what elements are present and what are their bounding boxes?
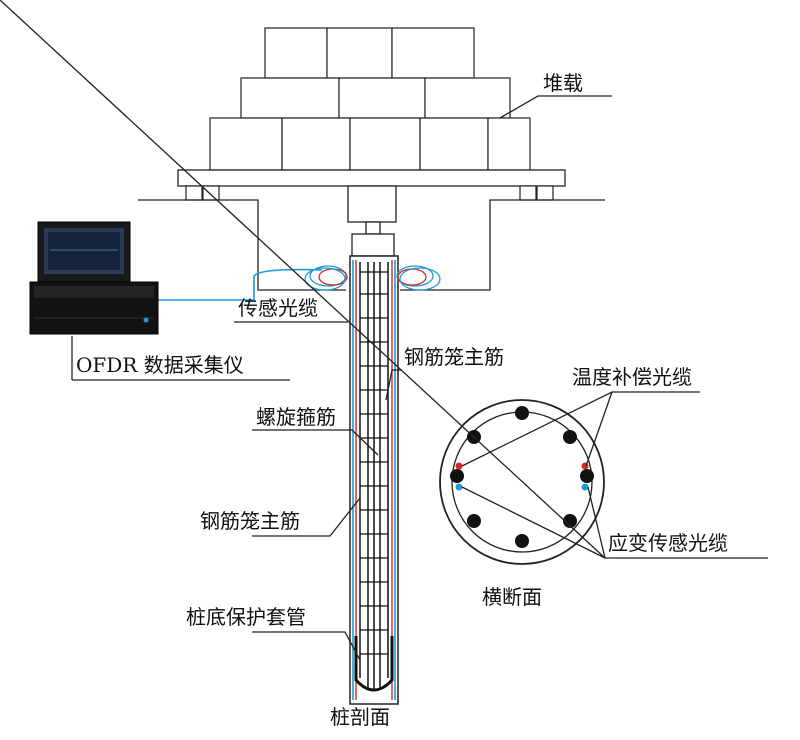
ground-outline (138, 199, 346, 291)
ofdr-instrument (29, 221, 159, 335)
label-main-rebar-left: 钢筋笼主筋 (200, 509, 300, 533)
label-surcharge: 堆载 (543, 71, 583, 95)
label-strain-cable: 应变传感光缆 (608, 531, 728, 555)
label-spiral-stirrup: 螺旋箍筋 (256, 405, 336, 429)
label-pile-toe-sleeve: 桩底保护套管 (186, 605, 306, 629)
label-sensing-cable: 传感光缆 (238, 296, 318, 320)
label-ofdr: OFDR 数据采集仪 (76, 353, 244, 377)
label-temp-cable: 温度补偿光缆 (572, 365, 692, 389)
loading-plate (177, 169, 566, 187)
fiber-coils (304, 265, 441, 291)
jack-upper (347, 185, 397, 223)
label-main-rebar-right: 钢筋笼主筋 (404, 345, 504, 369)
pile-body (349, 255, 399, 705)
pile-cap (351, 233, 395, 257)
surcharge-blocks (209, 27, 531, 171)
support-blocks (185, 185, 554, 201)
ground-outline-right (400, 199, 605, 291)
label-cross-section: 横断面 (482, 585, 542, 609)
jack-lower (365, 221, 381, 235)
leader-lines (0, 0, 768, 661)
label-pile-section: 桩剖面 (330, 705, 390, 729)
pile-toe-sleeve (354, 636, 394, 692)
ofdr-cable (147, 268, 323, 318)
